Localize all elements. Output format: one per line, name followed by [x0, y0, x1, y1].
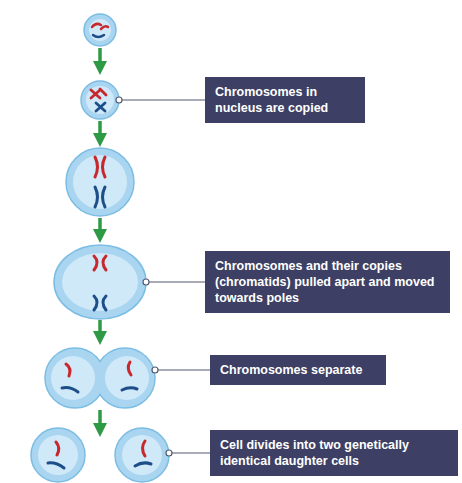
step-arrow: [98, 218, 102, 236]
daughter-cell: [31, 428, 85, 482]
leader-dot: [143, 279, 149, 285]
cell: [54, 245, 146, 319]
daughter-cell: [115, 428, 169, 482]
dividing-cell: [45, 348, 155, 408]
step-arrow: [98, 121, 102, 140]
step-arrow: [98, 410, 102, 430]
callout-text: Chromosomes separate: [220, 362, 376, 378]
cell: [66, 148, 134, 216]
callout-box: Chromosomes in nucleus are copied: [205, 77, 365, 123]
leader-dot: [152, 367, 158, 373]
callout-box: Cell divides into two genetically identi…: [210, 430, 458, 476]
cell: [81, 81, 119, 119]
leader-line: [149, 281, 206, 282]
callout-text: Cell divides into two genetically identi…: [220, 437, 448, 469]
callout-text: Chromosomes in nucleus are copied: [215, 84, 355, 116]
cell: [84, 14, 116, 46]
callout-box: Chromosomes separate: [210, 355, 386, 385]
leader-line: [158, 369, 211, 370]
callout-box: Chromosomes and their copies (chromatids…: [205, 251, 450, 313]
leader-line: [172, 452, 211, 453]
leader-line: [122, 99, 206, 100]
step-arrow: [98, 48, 102, 68]
step-arrow: [98, 320, 102, 338]
leader-lines: [116, 97, 211, 456]
callout-text: Chromosomes and their copies (chromatids…: [215, 258, 440, 306]
leader-dot: [166, 450, 172, 456]
leader-dot: [116, 97, 122, 103]
